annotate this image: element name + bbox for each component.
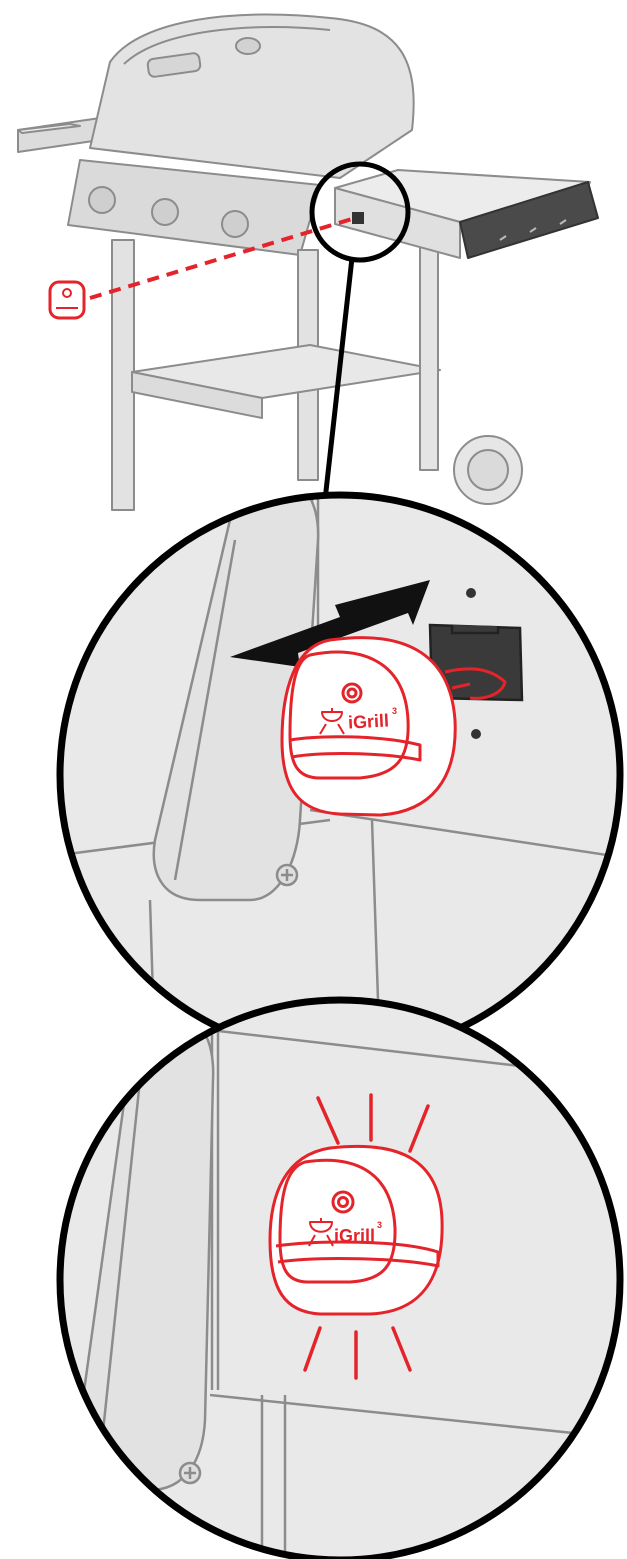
igrill-device-small [50,282,84,318]
burner-knob-1 [89,187,115,213]
grill-overview [18,14,598,510]
mounting-hole-top [466,588,476,598]
mounting-hole-bottom [471,729,481,739]
product-name-label-seated: iGrill [334,1226,375,1246]
burner-knob-3 [222,211,248,237]
hood-thermometer [236,38,260,54]
screw-icon-2 [180,1463,200,1483]
product-superscript-seated: 3 [377,1220,382,1230]
screw-icon [277,865,297,885]
cart-leg-left [112,240,134,510]
port-mark [352,212,364,224]
powered-step-detail: iGrill 3 [60,1000,627,1559]
insert-step-detail: iGrill 3 [60,470,627,1060]
left-side-table [18,118,100,152]
burner-knob-2 [152,199,178,225]
product-superscript-large: 3 [392,706,397,716]
product-name-label-large: iGrill [347,710,389,732]
